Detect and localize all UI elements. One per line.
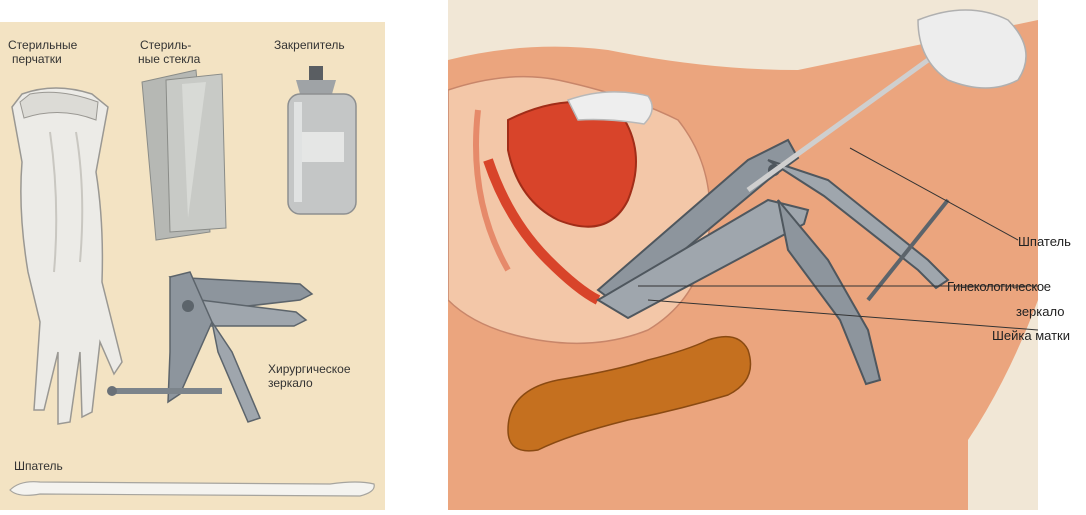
sterile-gloves xyxy=(12,88,122,424)
speculum-label-right-line2: зеркало xyxy=(1016,304,1064,319)
speculum-label-line2: зеркало xyxy=(268,376,313,390)
spatula-label: Шпатель xyxy=(14,459,63,473)
instruments-panel: Стерильные перчатки Стериль- ные стекла … xyxy=(0,22,385,510)
gloves-label-line1: Стерильные xyxy=(8,38,77,52)
speculum-label-right-line1: Гинекологическое xyxy=(947,279,1051,294)
surgical-speculum-tool xyxy=(107,272,312,422)
instruments-illustration xyxy=(0,22,385,510)
gloves-label-line2: перчатки xyxy=(12,52,62,66)
sterile-slides xyxy=(142,70,226,240)
fixative-bottle xyxy=(288,66,356,214)
procedure-illustration xyxy=(448,0,1038,510)
spatula-label-right: Шпатель xyxy=(1018,234,1071,249)
cervix-label-right: Шейка матки xyxy=(992,328,1070,343)
slides-label-line2: ные стекла xyxy=(138,52,200,66)
speculum-label-line1: Хирургическое xyxy=(268,362,351,376)
spatula-tool xyxy=(10,482,374,496)
slides-label-line1: Стериль- xyxy=(140,38,191,52)
fixative-label: Закрепитель xyxy=(274,38,345,52)
procedure-panel xyxy=(448,0,1038,510)
